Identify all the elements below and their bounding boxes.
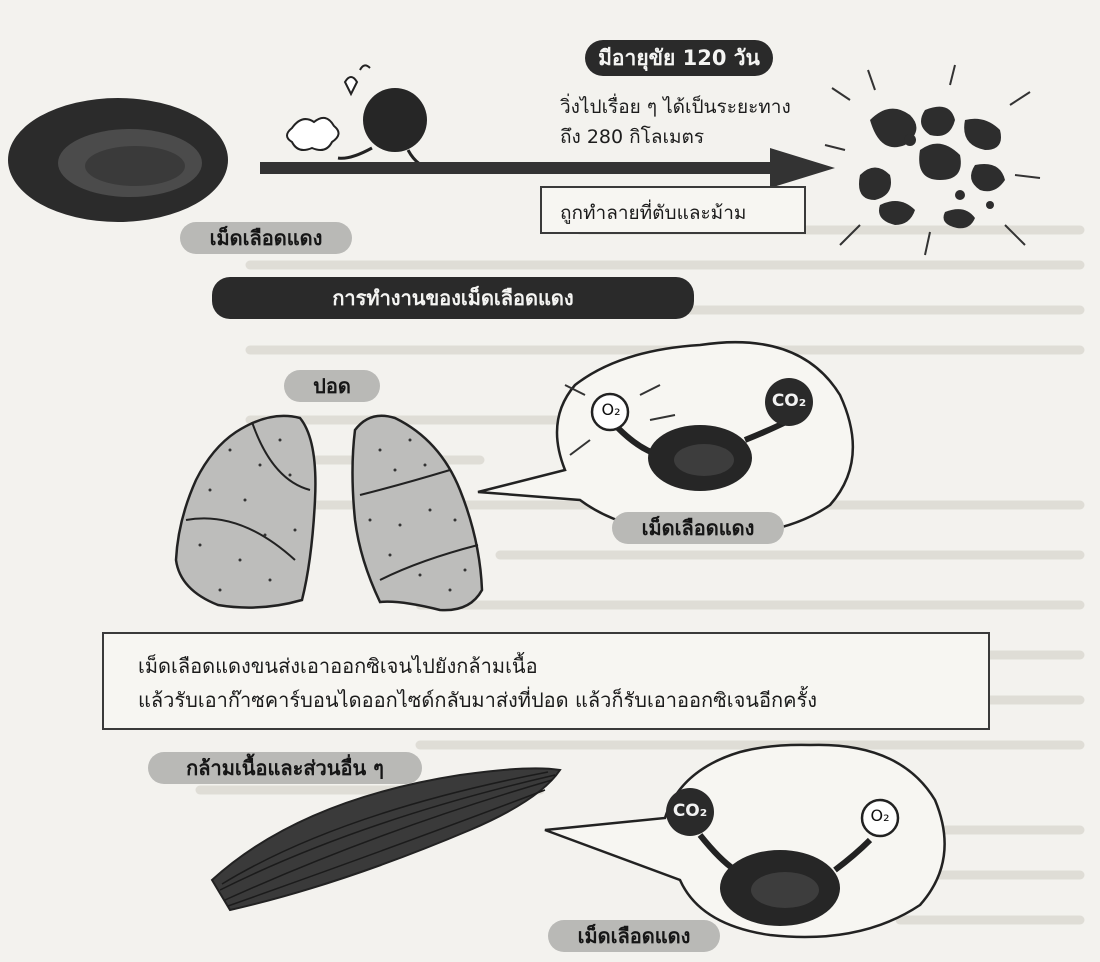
lifespan-arrow	[260, 148, 835, 188]
destroyed-text: ถูกทำลายที่ตับและม้าม	[560, 198, 746, 228]
explanation-line1: เม็ดเลือดแดงขนส่งเอาออกซิเจนไปยังกล้ามเน…	[138, 650, 538, 682]
blood-cell-label-top: เม็ดเลือดแดง	[180, 222, 352, 254]
run-distance-line1: วิ่งไปเรื่อย ๆ ได้เป็นระยะทาง	[560, 92, 791, 122]
lung-label: ปอด	[284, 370, 380, 402]
destroyed-box: ถูกทำลายที่ตับและม้าม	[540, 186, 806, 234]
explanation-line2: แล้วรับเอาก๊าซคาร์บอนไดออกไซด์กลับมาส่งท…	[138, 684, 817, 716]
blood-cell-label-muscle: เม็ดเลือดแดง	[548, 920, 720, 952]
muscle-speech-bubble	[545, 745, 945, 937]
lung-co2-label: CO₂	[767, 391, 811, 411]
lifespan-badge: มีอายุขัย 120 วัน	[585, 40, 773, 76]
running-cell	[287, 65, 440, 168]
lungs-illustration	[176, 416, 482, 610]
muscle-co2-label: CO₂	[668, 801, 712, 821]
function-title: การทำงานของเม็ดเลือดแดง	[212, 277, 694, 319]
blood-cell-label-lung: เม็ดเลือดแดง	[612, 512, 784, 544]
muscle-label: กล้ามเนื้อและส่วนอื่น ๆ	[148, 752, 422, 784]
lung-speech-bubble	[478, 342, 853, 535]
muscle-illustration	[212, 768, 560, 910]
lung-o2-label: O₂	[597, 400, 625, 419]
run-distance-line2: ถึง 280 กิโลเมตร	[560, 122, 704, 152]
muscle-o2-label: O₂	[866, 806, 894, 825]
destroyed-cell-fragments	[859, 107, 1005, 229]
large-blood-cell	[8, 98, 228, 222]
explanation-box: เม็ดเลือดแดงขนส่งเอาออกซิเจนไปยังกล้ามเน…	[102, 632, 990, 730]
